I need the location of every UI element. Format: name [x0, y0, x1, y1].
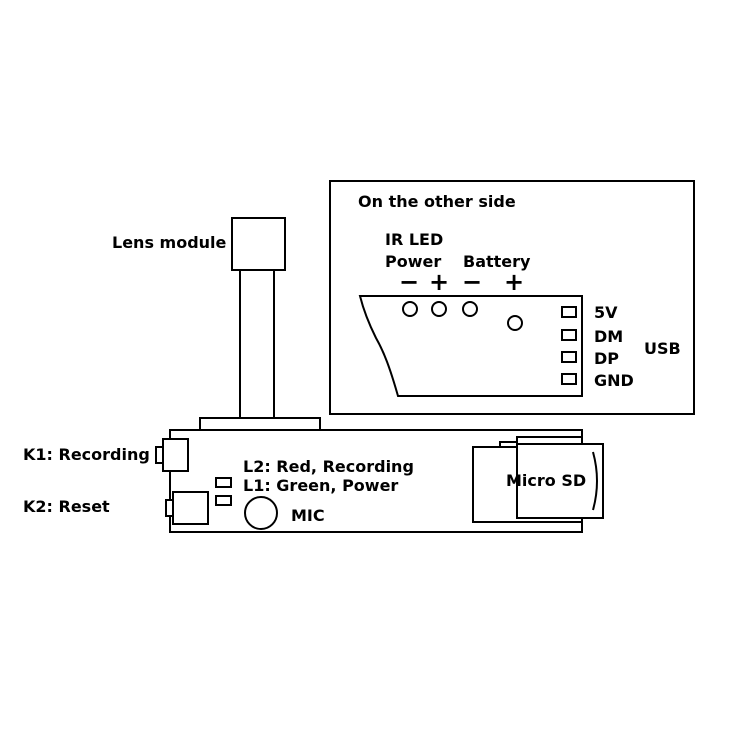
other-side-title: On the other side [358, 192, 516, 211]
k1-button-tab [155, 446, 164, 464]
l2-led [215, 477, 232, 488]
l1-led [215, 495, 232, 506]
usb-pad-dm [561, 329, 577, 341]
k1-button-body [162, 438, 189, 472]
micro-sd-label: Micro SD [506, 471, 586, 490]
usb-pin-dm-label: DM [594, 327, 623, 346]
ir-led-minus-pad [402, 301, 418, 317]
ir-led-minus-symbol: − [399, 268, 419, 296]
usb-pin-5v-label: 5V [594, 303, 618, 322]
usb-label: USB [644, 339, 681, 358]
k2-button-body [172, 491, 209, 525]
battery-label: Battery [463, 252, 531, 271]
lens-head [231, 217, 286, 271]
battery-minus-pad [462, 301, 478, 317]
other-side-panel: On the other side IR LED Power Battery −… [329, 180, 695, 415]
ir-led-label: IR LED [385, 230, 443, 249]
lens-module-label: Lens module [112, 233, 227, 252]
l2-label: L2: Red, Recording [243, 457, 414, 476]
mic [244, 496, 278, 530]
mic-label: MIC [291, 506, 325, 525]
micro-sd-card [516, 443, 604, 519]
ir-led-plus-symbol: + [429, 268, 449, 296]
lens-module: Lens module [112, 217, 321, 431]
main-board: K1: Recording K2: Reset L2: Red, Recordi… [23, 429, 604, 533]
other-side-frame [329, 180, 695, 415]
usb-pad-gnd [561, 373, 577, 385]
k2-button-tab [165, 499, 174, 517]
battery-plus-symbol: + [504, 268, 524, 296]
micro-sd-card-notch [592, 451, 598, 511]
k1-label: K1: Recording [23, 445, 150, 464]
battery-minus-symbol: − [462, 268, 482, 296]
l1-label: L1: Green, Power [243, 476, 398, 495]
other-side-board-outline [358, 295, 583, 397]
battery-plus-pad [507, 315, 523, 331]
usb-pin-dp-label: DP [594, 349, 619, 368]
ir-led-power-label: Power [385, 252, 441, 271]
k2-label: K2: Reset [23, 497, 110, 516]
usb-pad-5v [561, 306, 577, 318]
ir-led-plus-pad [431, 301, 447, 317]
usb-pad-dp [561, 351, 577, 363]
lens-connector [199, 417, 321, 431]
usb-pin-gnd-label: GND [594, 371, 634, 390]
lens-ribbon-cable [239, 269, 275, 419]
